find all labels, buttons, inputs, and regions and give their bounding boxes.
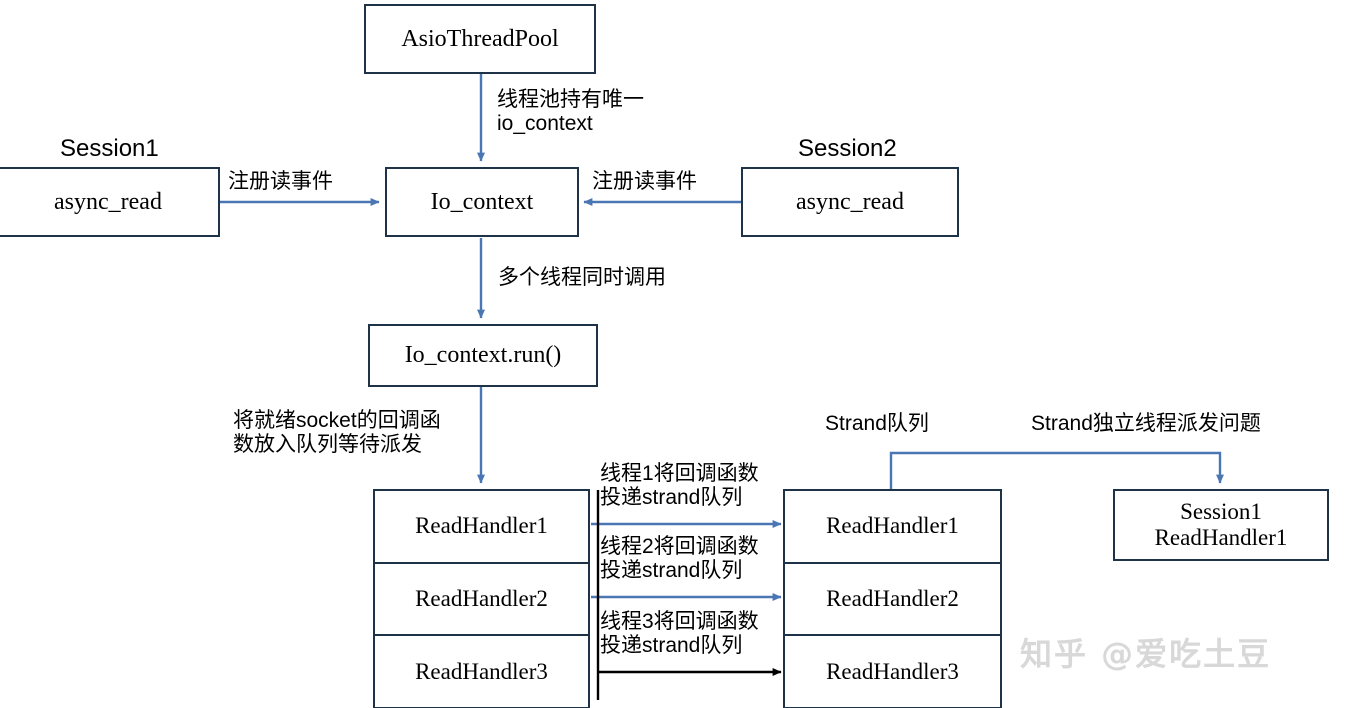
label-iocontext-to-run: 多个线程同时调用: [498, 266, 666, 289]
label-run-to-queue: 将就绪socket的回调函 数放入队列等待派发: [233, 409, 441, 456]
node-asio-thread-pool[interactable]: AsioThreadPool: [364, 4, 596, 74]
label-thread2-to-strand: 线程2将回调函数 投递strand队列: [600, 535, 759, 582]
queue-left-row-2[interactable]: ReadHandler2: [375, 564, 588, 637]
queue-left-table[interactable]: ReadHandler1 ReadHandler2 ReadHandler3: [373, 489, 590, 708]
label-strand-queue-caption: Strand队列: [825, 412, 929, 435]
caption-session2: Session2: [798, 135, 897, 162]
queue-right-row-2[interactable]: ReadHandler2: [785, 564, 1000, 637]
label-thread1-to-strand: 线程1将回调函数 投递strand队列: [600, 462, 759, 509]
queue-left-row-3[interactable]: ReadHandler3: [415, 658, 548, 684]
queue-right-row-1[interactable]: ReadHandler1: [785, 491, 1000, 564]
queue-right-row-3[interactable]: ReadHandler3: [826, 658, 959, 684]
label-pool-to-iocontext: 线程池持有唯一 io_context: [497, 88, 644, 135]
label-strand-dispatch-caption: Strand独立线程派发问题: [1031, 412, 1261, 435]
node-session2-async-read[interactable]: async_read: [741, 167, 959, 237]
caption-session1: Session1: [60, 135, 159, 162]
queue-right-table[interactable]: ReadHandler1 ReadHandler2 ReadHandler3: [783, 489, 1002, 708]
queue-left-row-1[interactable]: ReadHandler1: [375, 491, 588, 564]
label-session2-to-iocontext: 注册读事件: [592, 170, 697, 193]
node-session1-async-read[interactable]: async_read: [0, 167, 220, 237]
label-session1-to-iocontext: 注册读事件: [228, 170, 333, 193]
node-io-context[interactable]: Io_context: [385, 167, 579, 237]
node-io-context-run[interactable]: Io_context.run(): [368, 324, 598, 387]
node-session1-readhandler1[interactable]: Session1 ReadHandler1: [1113, 489, 1329, 561]
label-thread3-to-strand: 线程3将回调函数 投递strand队列: [600, 610, 759, 657]
edge-strand-to-session1: [889, 451, 1224, 490]
watermark: 知乎 @爱吃土豆: [1020, 635, 1272, 673]
